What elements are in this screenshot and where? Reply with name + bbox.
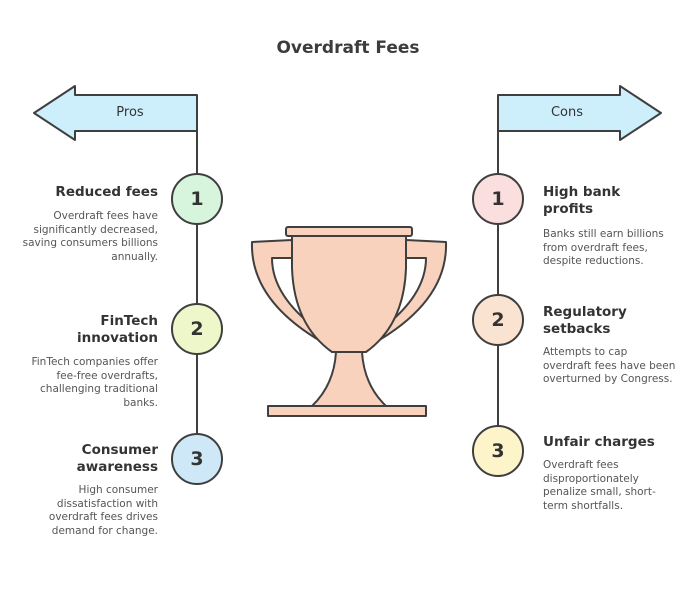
cons-arrow (497, 85, 662, 141)
page-title: Overdraft Fees (276, 38, 420, 58)
cons-number: 3 (491, 440, 505, 462)
pros-item-heading: Reduced fees (55, 184, 158, 200)
pros-number-circle (171, 433, 223, 485)
pros-label: Pros (116, 105, 144, 120)
cons-item-description: Banks still earn billions from overdraft… (543, 228, 664, 267)
pros-item-heading: Consumer awareness (76, 442, 158, 475)
cons-item-heading: Regulatory setbacks (543, 304, 627, 337)
cons-number-circle (472, 294, 524, 346)
pros-item-heading: FinTech innovation (77, 313, 158, 346)
cons-number-circle (472, 173, 524, 225)
pros-number-circle (171, 303, 223, 355)
trophy-icon (250, 226, 448, 417)
pros-number: 1 (190, 188, 204, 210)
cons-item-heading: Unfair charges (543, 434, 655, 450)
cons-number: 1 (491, 188, 505, 210)
pros-number-circle (171, 173, 223, 225)
cons-number-circle (472, 425, 524, 477)
cons-item-heading: High bank profits (543, 184, 621, 217)
cons-label: Cons (550, 105, 584, 120)
pros-number: 3 (190, 448, 204, 470)
pros-arrow (33, 85, 198, 141)
cons-item-description: Attempts to cap overdraft fees have been… (543, 346, 676, 385)
pros-item-description: High consumer dissatisfaction with overd… (48, 484, 158, 537)
pros-item-description: FinTech companies offer fee-free overdra… (31, 356, 158, 409)
pros-number: 2 (190, 318, 204, 340)
cons-number: 2 (491, 309, 505, 331)
cons-item-description: Overdraft fees disproportionately penali… (543, 459, 656, 512)
pros-item-description: Overdraft fees have significantly decrea… (22, 210, 158, 263)
